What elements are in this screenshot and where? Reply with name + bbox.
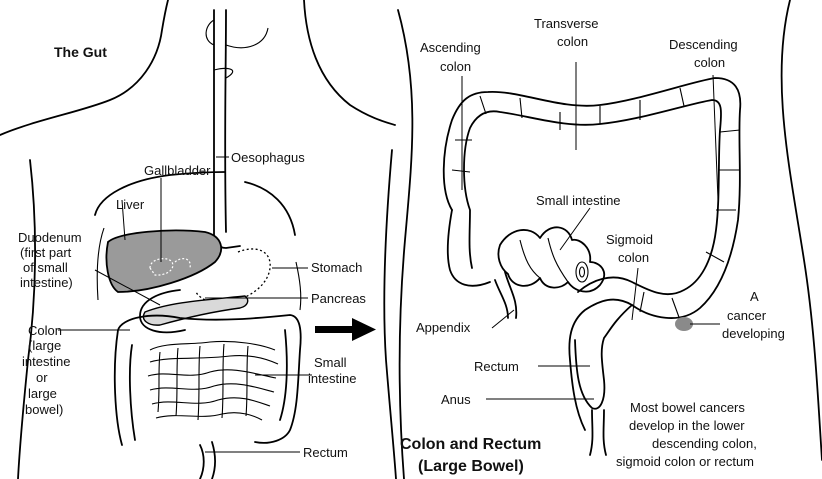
small-intestine-coil [498, 227, 604, 291]
label-duodenum-4: intestine) [20, 275, 73, 290]
right-title-line-2: (Large Bowel) [418, 458, 524, 475]
label-duodenum-1: Duodenum [18, 230, 82, 245]
label-rectum-left: Rectum [303, 445, 348, 460]
label-sigmoid-2: colon [618, 250, 649, 265]
torso-right [384, 150, 396, 479]
label-ascending-2: colon [440, 59, 471, 74]
large-bowel-outer [444, 78, 741, 430]
pancreas-shape [143, 296, 247, 325]
torso-left [18, 160, 35, 479]
anus-shape [590, 410, 606, 455]
rib-cage [95, 172, 225, 215]
label-appendix: Appendix [416, 320, 471, 335]
body-outline [0, 0, 395, 135]
note-line-4: sigmoid colon or rectum [616, 454, 754, 469]
label-small-intestine-right: Small intestine [536, 193, 621, 208]
label-gallbladder: Gallbladder [144, 163, 211, 178]
label-duodenum-3: of small [23, 260, 68, 275]
label-anus: Anus [441, 392, 471, 407]
label-ascending-1: Ascending [420, 40, 481, 55]
label-descending-1: Descending [669, 37, 738, 52]
rectum-shape [575, 305, 632, 409]
label-colon-6: bowel) [25, 402, 63, 417]
label-cancer-2: cancer [727, 308, 767, 323]
label-colon-1: Colon [28, 323, 62, 338]
small-intestine-coils [148, 341, 278, 420]
label-transverse-2: colon [557, 34, 588, 49]
label-small-intestine-2: intestine [308, 371, 356, 386]
right-arrow-icon [315, 318, 376, 341]
label-colon-3: intestine [22, 354, 70, 369]
note-line-3: descending colon, [652, 436, 757, 451]
label-liver: Liver [116, 197, 145, 212]
label-rectum-right: Rectum [474, 359, 519, 374]
label-stomach: Stomach [311, 260, 362, 275]
label-small-intestine-1: Small [314, 355, 347, 370]
right-title-line-1: Colon and Rectum [400, 436, 541, 453]
label-colon-4: or [36, 370, 48, 385]
label-duodenum-2: (first part [20, 245, 72, 260]
label-oesophagus: Oesophagus [231, 150, 305, 165]
label-colon-2: (large [28, 338, 61, 353]
label-sigmoid-1: Sigmoid [606, 232, 653, 247]
label-transverse-1: Transverse [534, 16, 599, 31]
colon-shape [115, 315, 301, 445]
liver-shape [106, 230, 221, 292]
note-line-1: Most bowel cancers [630, 400, 745, 415]
label-descending-2: colon [694, 55, 725, 70]
label-cancer-3: developing [722, 326, 785, 341]
label-cancer-1: A [750, 289, 759, 304]
note-line-2: develop in the lower [629, 418, 745, 433]
rectum-tube [200, 442, 215, 479]
left-title: The Gut [54, 44, 107, 60]
label-pancreas: Pancreas [311, 291, 366, 306]
label-colon-5: large [28, 386, 57, 401]
